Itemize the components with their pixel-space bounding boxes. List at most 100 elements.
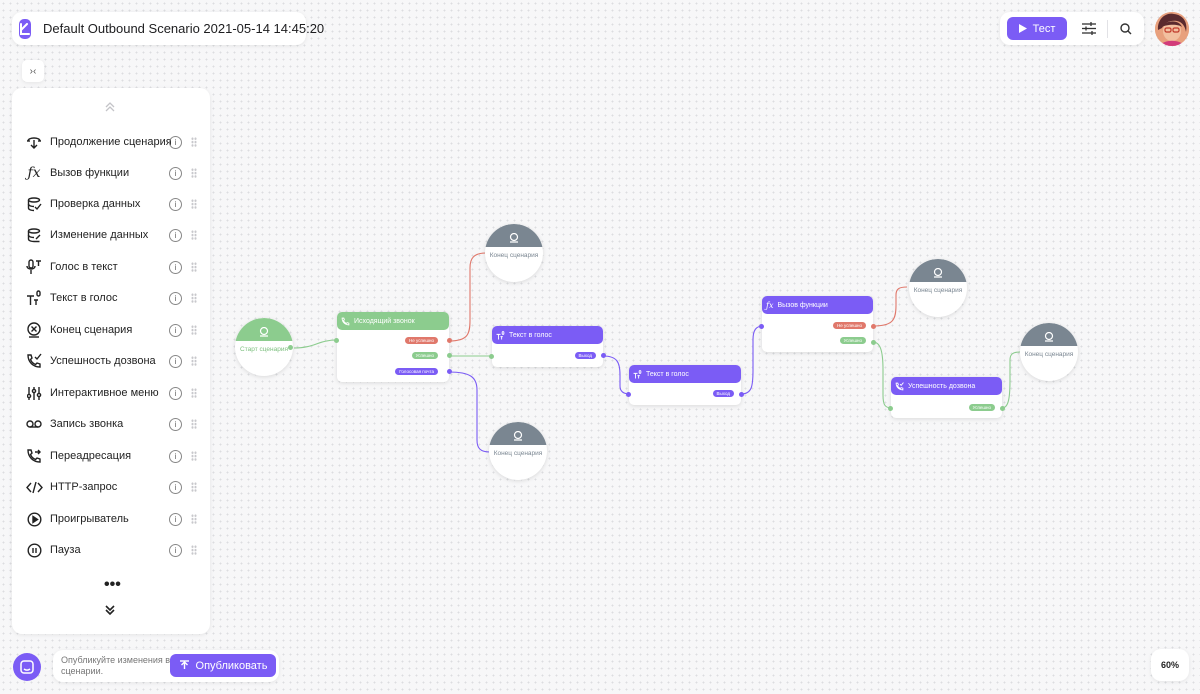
sidebar-item-call-success[interactable]: Успешность дозвона i [12, 346, 210, 376]
test-button[interactable]: Тест [1007, 17, 1067, 40]
output-port[interactable] [1000, 406, 1005, 411]
node-title: Текст в голос [509, 331, 552, 339]
chevrons-up-icon[interactable] [104, 102, 116, 112]
drag-handle-icon[interactable] [191, 262, 197, 272]
output-port[interactable] [871, 324, 876, 329]
app-logo-icon[interactable] [19, 18, 31, 39]
sidebar-item-end-scenario[interactable]: Конец сценария i [12, 315, 210, 345]
chat-button[interactable] [13, 653, 41, 681]
sidebar-item-data-edit[interactable]: Изменение данных i [12, 220, 210, 250]
sidebar-item-pause[interactable]: Пауза i [12, 535, 210, 565]
publish-hint: Опубликуйте изменения в сценарии. [61, 655, 171, 676]
publish-button[interactable]: Опубликовать [170, 654, 276, 677]
input-port[interactable] [334, 338, 339, 343]
info-icon[interactable]: i [169, 228, 182, 242]
drag-handle-icon[interactable] [191, 199, 197, 209]
publish-panel: Опубликуйте изменения в сценарии. Опубли… [53, 650, 279, 682]
info-icon[interactable]: i [169, 291, 182, 305]
search-icon[interactable] [1112, 15, 1140, 43]
info-icon[interactable]: i [169, 417, 182, 431]
info-icon[interactable]: i [169, 323, 182, 337]
drag-handle-icon[interactable] [191, 293, 197, 303]
call-success-node[interactable]: Успешность дозвона Успешно [888, 377, 1005, 418]
function-icon: ƒx [766, 300, 774, 310]
title-bar: Default Outbound Scenario 2021-05-14 14:… [12, 12, 324, 45]
sidebar-item-data-check[interactable]: Проверка данных i [12, 189, 210, 219]
function-call-node[interactable]: ƒx Вызов функции Не успешно Успешно [759, 296, 876, 352]
info-icon[interactable]: i [169, 260, 182, 274]
interactive-menu-icon [25, 384, 43, 402]
info-icon[interactable]: i [169, 449, 182, 463]
end-node-label: Конец сценария [1024, 351, 1074, 358]
text-to-voice-node[interactable]: Текст в голос Выход [626, 365, 744, 405]
drag-handle-icon[interactable] [191, 451, 197, 461]
info-icon[interactable]: i [169, 480, 182, 494]
end-node[interactable]: Конец сценария [1020, 323, 1078, 381]
info-icon[interactable]: i [169, 197, 182, 211]
chat-icon [20, 660, 34, 674]
drag-handle-icon[interactable] [191, 545, 197, 555]
connector-call-fail-to-end [448, 252, 487, 342]
http-request-icon [25, 478, 43, 496]
output-fail-badge: Не успешно [405, 337, 438, 344]
drag-handle-icon[interactable] [191, 137, 197, 147]
drag-handle-icon[interactable] [191, 482, 197, 492]
drag-handle-icon[interactable] [191, 356, 197, 366]
output-port[interactable] [739, 392, 744, 397]
end-node[interactable]: Конец сценария [485, 224, 543, 282]
node-title: Успешность дозвона [908, 382, 976, 390]
input-port[interactable] [759, 324, 764, 329]
publish-button-label: Опубликовать [195, 659, 268, 672]
settings-sliders-icon[interactable] [1075, 15, 1103, 43]
sidebar-item-interactive-menu[interactable]: Интерактивное меню i [12, 378, 210, 408]
input-port[interactable] [626, 392, 631, 397]
info-icon[interactable]: i [169, 512, 182, 526]
output-success-badge: Успешно [968, 404, 995, 411]
zoom-level[interactable]: 60% [1151, 649, 1189, 681]
drag-handle-icon[interactable] [191, 419, 197, 429]
text-to-voice-icon [633, 369, 642, 378]
sidebar-item-voice-to-text[interactable]: Голос в текст i [12, 252, 210, 282]
start-node[interactable]: Старт сценария [235, 318, 293, 376]
more-items-icon[interactable]: ••• [104, 576, 121, 593]
sidebar-item-call-record[interactable]: Запись звонка i [12, 409, 210, 439]
connector-call-voicemail-to-end [448, 371, 491, 453]
info-icon[interactable]: i [169, 543, 182, 557]
output-port[interactable] [871, 340, 876, 345]
output-port[interactable] [447, 338, 452, 343]
info-icon[interactable]: i [169, 354, 182, 368]
sidebar-item-function-call[interactable]: ƒx Вызов функции i [12, 158, 210, 188]
info-icon[interactable]: i [169, 135, 182, 149]
outbound-call-node[interactable]: Исходящий звонок Не успешно Успешно Голо… [334, 312, 452, 382]
drag-handle-icon[interactable] [191, 388, 197, 398]
sidebar-item-http-request[interactable]: HTTP-запрос i [12, 472, 210, 502]
sidebar-item-player[interactable]: Проигрыватель i [12, 504, 210, 534]
sidebar-item-redirect[interactable]: Переадресация i [12, 441, 210, 471]
user-avatar[interactable] [1155, 12, 1189, 46]
redirect-icon [25, 447, 43, 465]
sidebar-item-continue-scenario[interactable]: Продолжение сценария i [12, 127, 210, 157]
chevrons-down-icon[interactable] [104, 604, 116, 616]
player-icon [25, 510, 43, 528]
output-port[interactable] [447, 353, 452, 358]
input-port[interactable] [888, 406, 893, 411]
info-icon[interactable]: i [169, 386, 182, 400]
drag-handle-icon[interactable] [191, 514, 197, 524]
drag-handle-icon[interactable] [191, 325, 197, 335]
drag-handle-icon[interactable] [191, 168, 197, 178]
end-node[interactable]: Конец сценария [489, 422, 547, 480]
collapse-panel-button[interactable]: ›‹ [22, 60, 44, 82]
sidebar-item-text-to-voice[interactable]: Текст в голос i [12, 283, 210, 313]
text-to-voice-node[interactable]: Текст в голос Выход [489, 326, 606, 367]
output-port[interactable] [447, 369, 452, 374]
connector-tts2-to-function [740, 325, 764, 395]
phone-outgoing-icon [341, 317, 350, 325]
output-port[interactable] [601, 353, 606, 358]
drag-handle-icon[interactable] [191, 230, 197, 240]
input-port[interactable] [489, 354, 494, 359]
info-icon[interactable]: i [169, 166, 182, 180]
output-port[interactable] [288, 345, 293, 350]
node-title: Вызов функции [777, 301, 828, 309]
end-node[interactable]: Конец сценария [909, 259, 967, 317]
end-scenario-icon [1044, 332, 1054, 342]
